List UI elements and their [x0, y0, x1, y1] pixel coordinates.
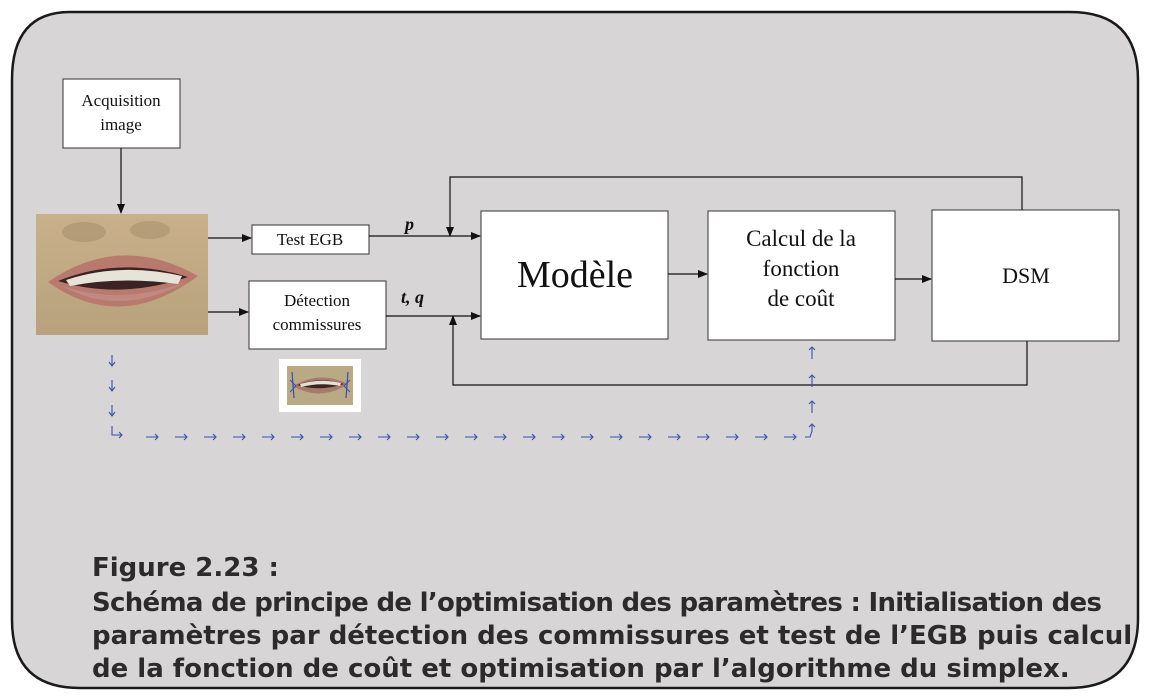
test-egb-box	[251, 224, 370, 255]
caption-line-1: Schéma de principe de l’optimisation des…	[92, 588, 1102, 618]
acquisition-label-line2: image	[100, 115, 142, 134]
dsm-label: DSM	[1002, 263, 1050, 288]
detection-box	[248, 280, 387, 350]
acquisition-box	[62, 78, 181, 149]
calcul-box	[707, 210, 896, 341]
dsm-box	[931, 209, 1120, 342]
caption-line-3: de la fonction de coût et optimisation p…	[92, 654, 1070, 684]
dashed-arrow-path	[108, 346, 816, 441]
calcul-label-line1: Calcul de la	[746, 226, 856, 251]
modele-box	[480, 210, 669, 340]
detection-label-line2: commissures	[273, 315, 362, 334]
calcul-label-line3: de coût	[767, 286, 835, 311]
caption-label: Figure 2.23 :	[92, 553, 279, 583]
caption-line-2: paramètres par détection des commissures…	[92, 621, 1133, 651]
detection-label-line1: Détection	[284, 291, 351, 310]
edge-label-p: p	[403, 214, 414, 234]
modele-label: Modèle	[517, 254, 633, 296]
mouth-thumbnail	[279, 359, 361, 412]
feedback-dsm-to-tq	[449, 315, 1028, 386]
mouth-photo	[36, 214, 208, 335]
figure-frame	[10, 10, 1140, 690]
acquisition-label-line1: Acquisition	[81, 91, 161, 110]
calcul-label-line2: fonction	[763, 256, 840, 281]
figure-caption: Figure 2.23 : Schéma de principe de l’op…	[92, 552, 1132, 686]
feedback-dsm-to-p	[446, 176, 1023, 237]
test-egb-label: Test EGB	[277, 230, 343, 249]
edge-label-tq: t, q	[401, 287, 424, 307]
